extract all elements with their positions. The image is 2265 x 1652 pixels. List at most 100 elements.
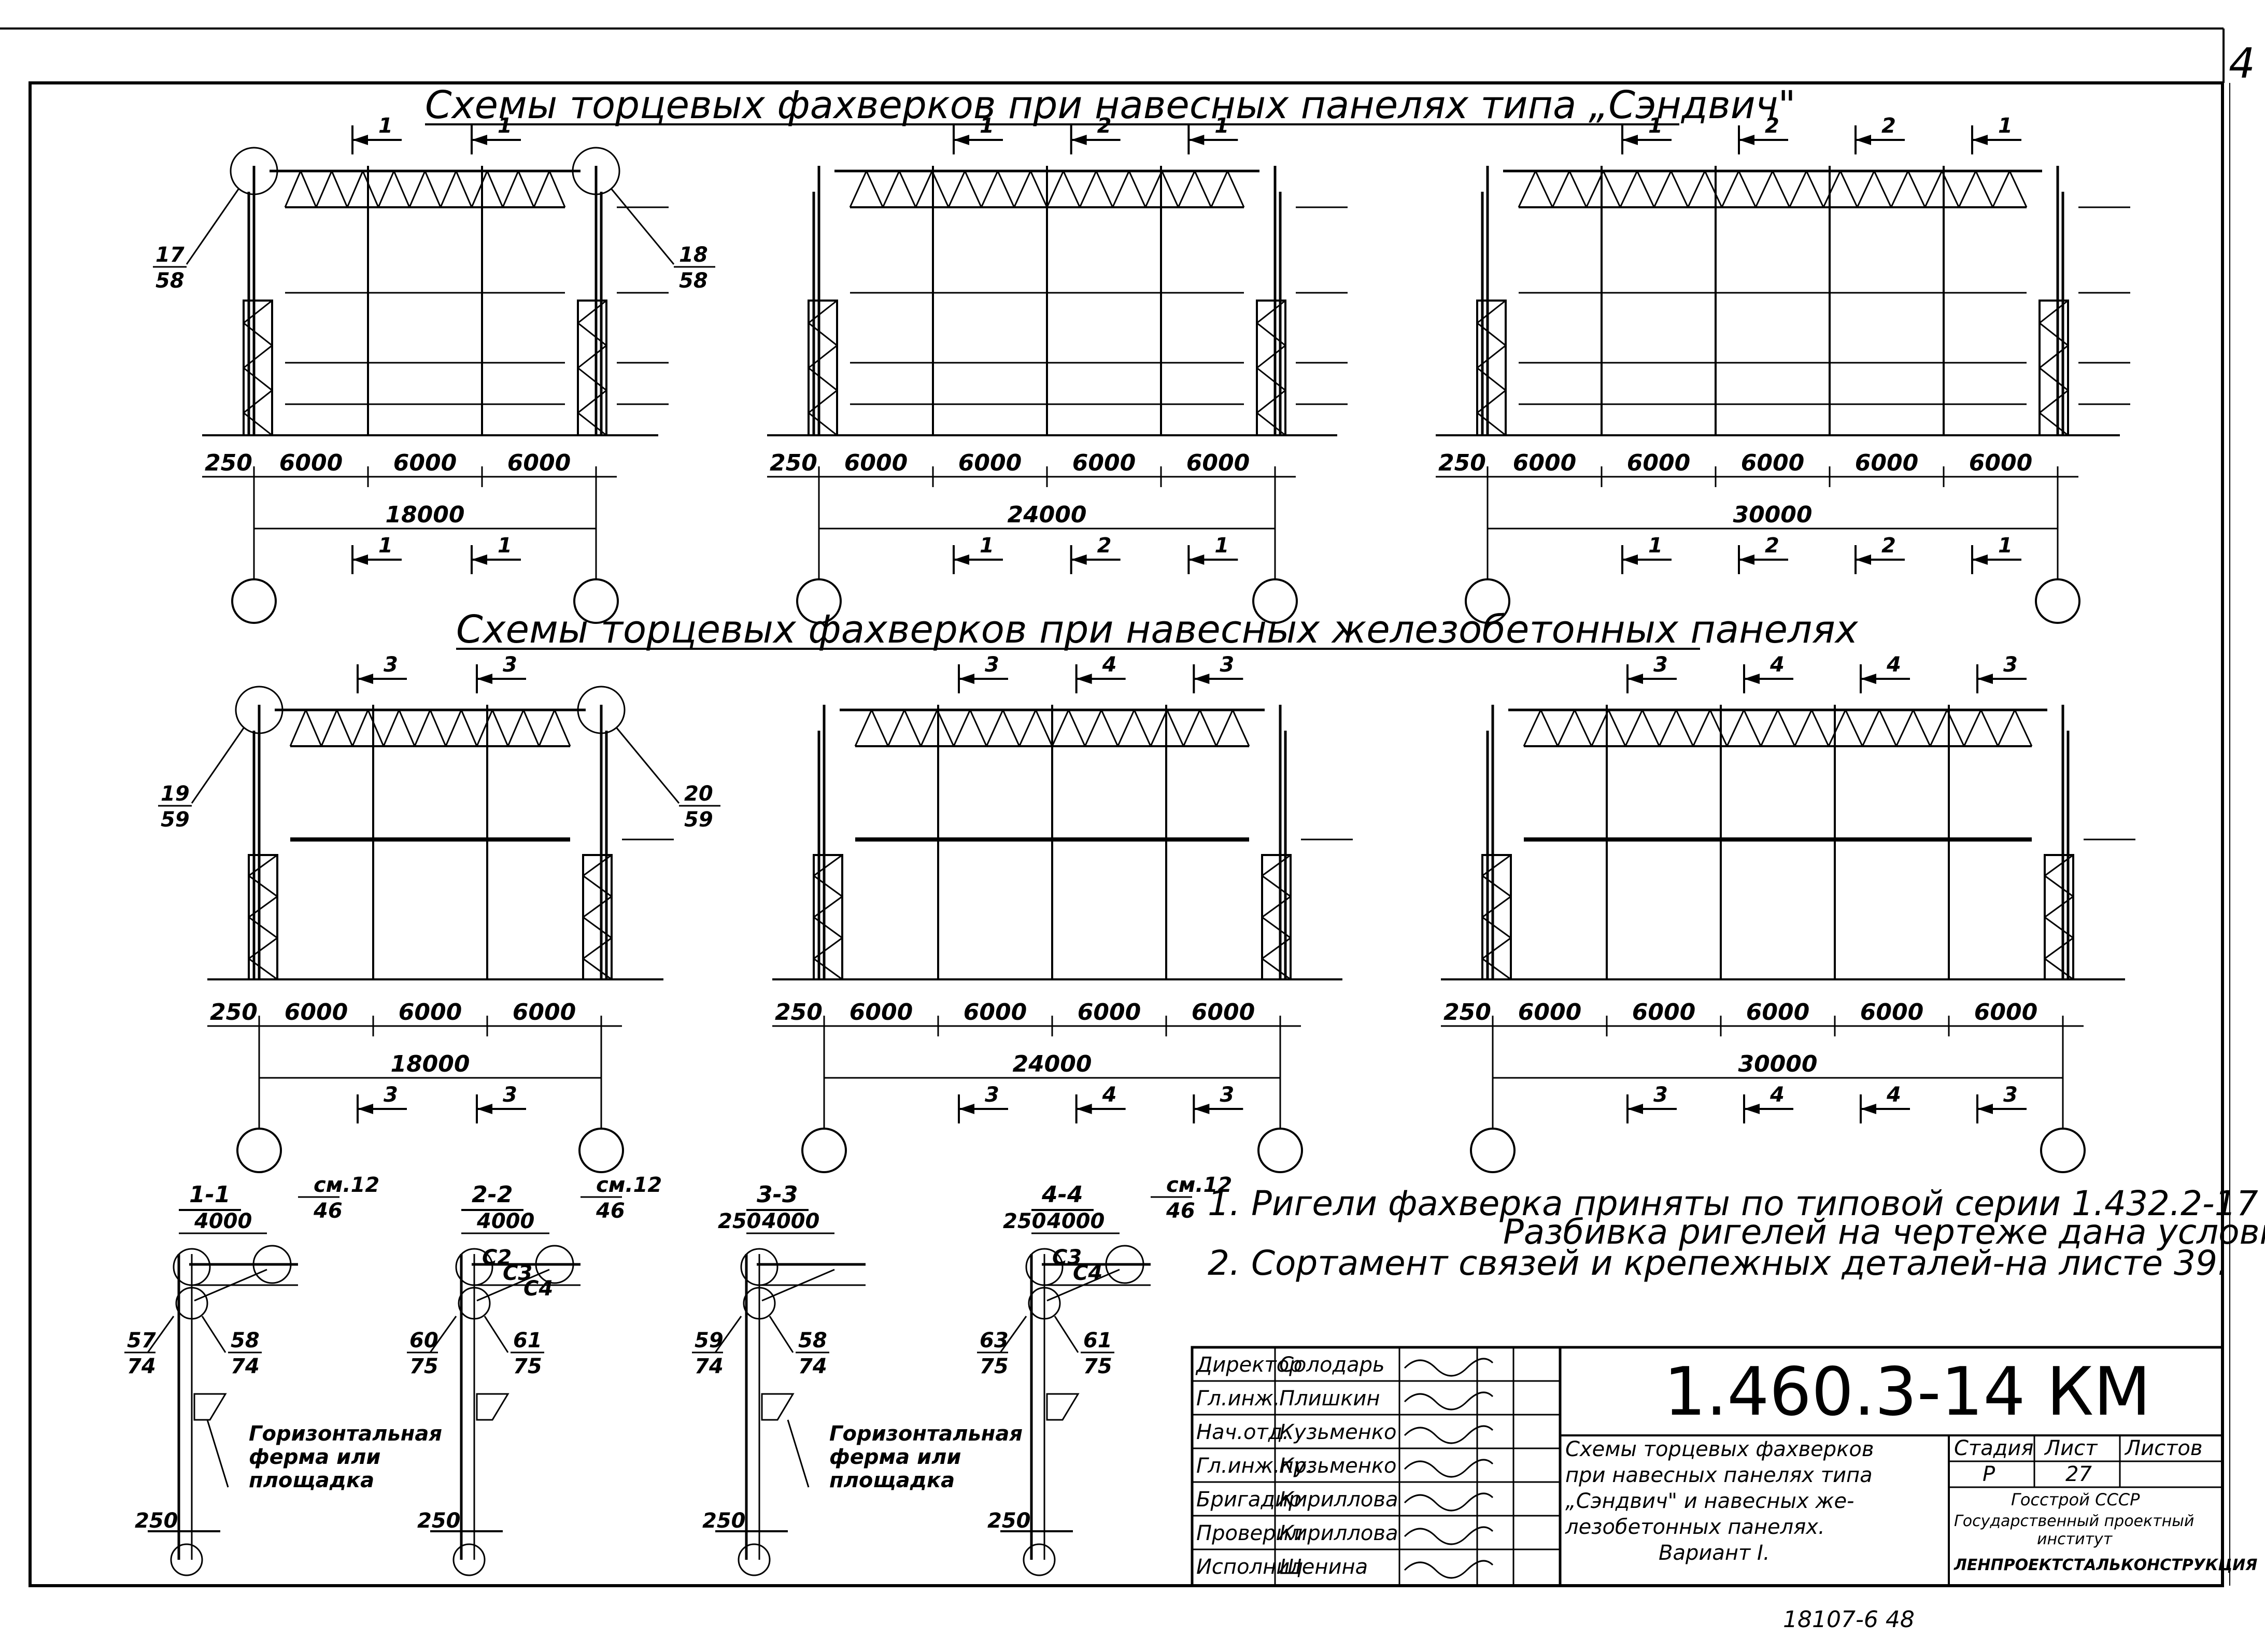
- leader: [1054, 1316, 1079, 1353]
- truss-web: [1068, 709, 1086, 747]
- axis-bubble: [1252, 578, 1298, 624]
- marker-arrow: [1071, 135, 1087, 145]
- role: Нач.отд.: [1196, 1420, 1289, 1444]
- marker-label: 3: [1653, 653, 1668, 677]
- truss-web: [1912, 709, 1931, 747]
- lattice-brace: [2039, 367, 2069, 391]
- span-dim: 6000: [1974, 999, 2037, 1026]
- dim-offset: 250: [1438, 450, 1486, 476]
- lattice-brace: [583, 895, 612, 918]
- name: Кириллова: [1279, 1488, 1398, 1512]
- connection-tag: С4: [523, 1277, 553, 1301]
- truss-web: [1117, 709, 1135, 747]
- section-mark-top: 1: [953, 114, 1003, 154]
- lattice-brace: [2044, 958, 2074, 980]
- truss-web: [414, 709, 431, 747]
- section-title: 3-3: [757, 1181, 798, 1208]
- truss-web: [1100, 709, 1119, 747]
- lattice-brace: [813, 854, 843, 877]
- truss-web: [1002, 709, 1021, 747]
- right-den: 74: [231, 1355, 260, 1378]
- lattice-brace: [577, 367, 607, 391]
- section-mark-bottom: 2: [1738, 534, 1788, 574]
- truss-web: [1051, 709, 1070, 747]
- truss-web: [1839, 170, 1858, 208]
- role: Гл.инж.: [1196, 1387, 1280, 1411]
- truss-web: [1754, 170, 1774, 208]
- signature: [1404, 1358, 1494, 1377]
- truss-web: [1878, 709, 1898, 747]
- detail-circle: [743, 1287, 776, 1320]
- detail-circle: [1025, 1248, 1064, 1286]
- marker-label: 1: [1998, 114, 2013, 138]
- marker-label: 2: [1881, 534, 1896, 558]
- base-dim: 250: [702, 1509, 746, 1533]
- detail-sections: 1-14000см.1246577458742502-24000см.12466…: [124, 1173, 1232, 1576]
- sheet-value: 27: [2065, 1462, 2092, 1486]
- lattice-brace: [1262, 875, 1291, 898]
- marker-arrow: [1977, 1104, 1993, 1114]
- section-mark-bottom: 1: [471, 534, 521, 574]
- marker-label: 1: [980, 534, 994, 558]
- truss-web: [1523, 709, 1542, 747]
- sheets-label: Листов: [2124, 1436, 2202, 1460]
- span-dim: 6000: [964, 999, 1027, 1026]
- truss-web: [953, 709, 971, 747]
- lattice-brace: [243, 300, 273, 324]
- truss-web: [1794, 709, 1813, 747]
- truss-web: [1743, 709, 1762, 747]
- lattice-brace: [583, 875, 612, 898]
- section-mark-bottom: 3: [958, 1083, 1008, 1123]
- detail-circle: [740, 1248, 778, 1286]
- marker-arrow: [1622, 135, 1638, 145]
- bracket: [1046, 1393, 1080, 1421]
- bracket: [193, 1393, 227, 1421]
- axis-bubble: [801, 1128, 847, 1173]
- truss-label-line: Горизонтальная: [249, 1422, 442, 1446]
- span-dim: 6000: [850, 999, 913, 1026]
- section-dim-offset: 250: [1003, 1209, 1046, 1233]
- left-num: 57: [127, 1329, 156, 1352]
- lattice-brace: [248, 916, 278, 939]
- leader: [999, 1316, 1027, 1353]
- marker-label: 1: [498, 534, 512, 558]
- lattice-brace: [1477, 367, 1506, 391]
- truss-web: [429, 709, 447, 747]
- truss-web: [1653, 170, 1672, 208]
- truss-web: [533, 170, 550, 208]
- marker-label: 2: [1765, 534, 1779, 558]
- truss-web: [362, 170, 379, 208]
- section-mark-bottom: 4: [1860, 1083, 1910, 1123]
- page-number: 4: [2229, 39, 2255, 88]
- callout-left-num: 19: [161, 782, 190, 806]
- truss-label-line: площадка: [249, 1469, 374, 1492]
- total-dim: 30000: [1738, 1051, 1817, 1077]
- truss-web: [1760, 709, 1779, 747]
- section-mark-top: 2: [1070, 114, 1121, 154]
- marker-label: 3: [503, 653, 517, 677]
- span-dim: 6000: [285, 999, 348, 1026]
- marker-label: 4: [1102, 1083, 1117, 1107]
- signature: [1404, 1526, 1494, 1545]
- marker-label: 1: [1648, 534, 1663, 558]
- lattice-brace: [1482, 854, 1511, 877]
- truss-web: [903, 709, 922, 747]
- callout-leader: [616, 728, 680, 804]
- callout-leader: [191, 728, 245, 804]
- section-mark-top: 1: [1971, 114, 2021, 154]
- lattice-brace: [1482, 937, 1511, 960]
- section-mark-top: 3: [476, 653, 526, 693]
- lattice-brace: [1256, 367, 1286, 391]
- desc-line-2: при навесных панелях типа: [1565, 1463, 1873, 1487]
- truss-web: [1822, 170, 1842, 208]
- lattice-brace: [248, 875, 278, 898]
- truss-web: [1636, 170, 1655, 208]
- lattice-brace: [2044, 875, 2074, 898]
- truss-web: [1182, 709, 1201, 747]
- truss-web: [2008, 170, 2028, 208]
- lattice-brace: [583, 854, 612, 877]
- marker-arrow: [1188, 135, 1205, 145]
